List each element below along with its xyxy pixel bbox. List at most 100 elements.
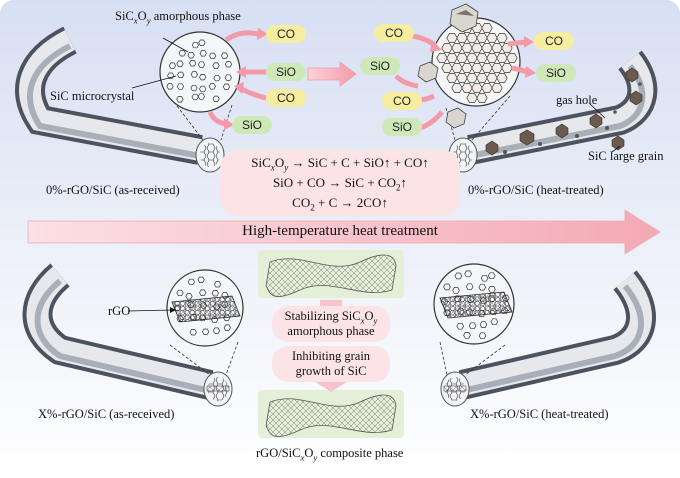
hexagon-grain bbox=[481, 23, 493, 33]
hexagon-grain bbox=[209, 52, 217, 59]
hexagon-grain bbox=[187, 278, 196, 286]
label-gas-hole: gas hole bbox=[556, 93, 598, 107]
hexagon-grain bbox=[199, 50, 207, 57]
hexagon-grain bbox=[436, 53, 448, 63]
label-composite-phase: rGO/SiCxOy composite phase bbox=[256, 446, 404, 463]
hexagon-grain bbox=[176, 96, 184, 103]
leader-line bbox=[589, 103, 606, 119]
hexagon-grain bbox=[176, 83, 185, 90]
reaction-box bbox=[220, 150, 460, 216]
zoom-circle-rgo-heattreated bbox=[433, 263, 515, 345]
hexagon-grain bbox=[471, 63, 483, 73]
hexagon-grain bbox=[496, 53, 508, 63]
hexagon-grain bbox=[451, 63, 463, 73]
floating-grains bbox=[417, 3, 479, 129]
pill-sio: SiO bbox=[360, 57, 400, 75]
hexagon-grain bbox=[197, 61, 206, 68]
zoom-line bbox=[439, 341, 448, 376]
hexagon-grain bbox=[488, 286, 496, 293]
hexagon-grain bbox=[464, 270, 472, 278]
hexagon-grain bbox=[166, 83, 174, 90]
hexagon-grain bbox=[465, 283, 474, 291]
hexagon-grain bbox=[476, 33, 488, 43]
hexagon-grain bbox=[452, 287, 460, 294]
pill-sio: SiO bbox=[382, 118, 422, 136]
equation-sio-co: SiO + CO → SiC + CO2↑ bbox=[272, 175, 408, 193]
pill-sio: SiO bbox=[232, 116, 272, 134]
hexagon-grain bbox=[466, 73, 478, 83]
arrow-in-sio bbox=[394, 74, 419, 89]
hexagon-grain bbox=[456, 53, 468, 63]
hexagon-grain bbox=[461, 83, 473, 93]
hexagon-grain bbox=[468, 322, 477, 330]
hexagon-grain bbox=[481, 63, 493, 73]
hexagon-grain bbox=[191, 93, 199, 101]
zoom-line bbox=[173, 101, 204, 141]
hexagon-grain bbox=[198, 39, 206, 46]
zoom-circle-amorphous bbox=[159, 31, 241, 113]
caption-top-right: 0%-rGO/SiC (heat-treated) bbox=[468, 183, 604, 197]
hexagon-grain bbox=[476, 73, 488, 83]
hexagon-grain bbox=[213, 281, 222, 288]
pill-co: CO bbox=[382, 92, 422, 110]
hexagon-grain bbox=[224, 74, 232, 81]
caption-bottom-left: X%-rGO/SiC (as-received) bbox=[38, 407, 175, 421]
zoom-line bbox=[169, 344, 211, 376]
hexagon-grain bbox=[443, 283, 451, 291]
hexagon-grain bbox=[224, 61, 233, 68]
heat-treatment-arrow bbox=[27, 209, 661, 255]
zoom-circle-crystalline bbox=[431, 17, 521, 107]
hexagon-grain bbox=[466, 93, 478, 103]
hexagon-grain bbox=[185, 293, 193, 300]
hexagon-grain bbox=[223, 324, 231, 331]
hexagon-grain bbox=[199, 74, 207, 81]
hexagon-grain bbox=[476, 53, 488, 63]
banner-text: High-temperature heat treatment bbox=[242, 223, 438, 239]
hexagon-grain bbox=[187, 52, 195, 59]
hexagon-grain bbox=[212, 95, 220, 102]
equation-co2-c: CO2 + C → 2CO↑ bbox=[292, 195, 388, 213]
hexagon-grain bbox=[446, 73, 458, 83]
hexagon-grain bbox=[486, 73, 498, 83]
hexagon-grain bbox=[463, 332, 471, 339]
hexagon-grain bbox=[481, 43, 493, 53]
hexagon-grain bbox=[191, 41, 200, 49]
hexagon-grain bbox=[220, 52, 229, 59]
equation-decomposition: SiCxOy → SiC + C + SiO↑ + CO↑ bbox=[251, 155, 429, 173]
hexagon-grain bbox=[178, 50, 186, 57]
hexagon-grain bbox=[176, 60, 184, 67]
hexagon-grain bbox=[190, 84, 198, 92]
label-sic-microcrystal: SiC microcrystal bbox=[50, 89, 135, 103]
hexagon-grain bbox=[197, 276, 205, 283]
leader-line bbox=[611, 145, 621, 153]
hexagon-grain bbox=[199, 85, 207, 93]
leader-line bbox=[162, 37, 189, 53]
hexagon-grain bbox=[212, 62, 220, 69]
caption-bottom-right: X%-rGO/SiC (heat-treated) bbox=[470, 407, 609, 421]
fiber-bottom-left bbox=[22, 263, 233, 407]
arrow-out-co bbox=[224, 30, 259, 43]
hexagon-grain bbox=[451, 43, 463, 53]
hexagon-grain bbox=[190, 71, 198, 78]
hexagon-grain bbox=[197, 93, 206, 100]
hexagon-grain bbox=[189, 60, 197, 67]
hexagon-grain bbox=[466, 33, 478, 43]
hexagon-grain bbox=[222, 83, 231, 90]
zoom-circle-rgo-asreceived bbox=[166, 269, 244, 347]
hexagon-grain bbox=[501, 63, 513, 73]
effect-box-stabilizing bbox=[272, 306, 390, 342]
hexagon-grain bbox=[461, 63, 473, 73]
hexagon-grain bbox=[461, 43, 473, 53]
rgo-sheet-top bbox=[265, 254, 397, 297]
fiber-bottom-right bbox=[440, 270, 656, 407]
hexagon-grain bbox=[491, 83, 503, 93]
hexagon-grain bbox=[486, 53, 498, 63]
hexagon-grain bbox=[177, 71, 185, 78]
leader-line bbox=[131, 75, 177, 89]
caption-top-left: 0%-rGO/SiC (as-received) bbox=[46, 183, 180, 197]
hexagon-grain bbox=[176, 289, 184, 297]
zoom-line bbox=[464, 344, 506, 376]
label-amorphous-phase: SiCxOy amorphous phase bbox=[115, 9, 241, 26]
